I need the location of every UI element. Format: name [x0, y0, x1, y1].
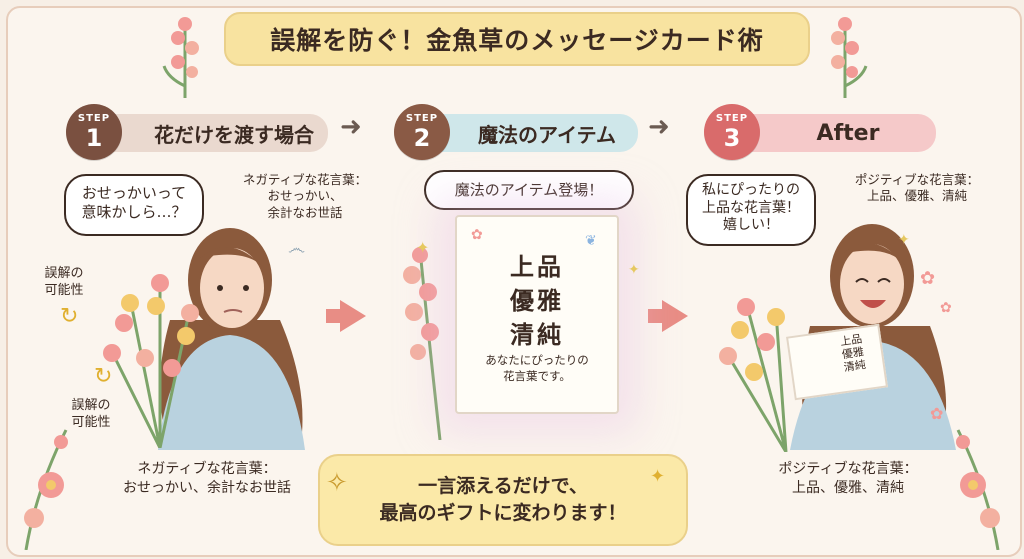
card-word-1: 上品	[510, 252, 564, 281]
banner-line-1: 一言添えるだけで、	[418, 475, 588, 498]
step-1-label: 花だけを渡す場合	[154, 122, 314, 147]
cycle-arrow-icon: ↻	[60, 304, 79, 329]
title-flower-left	[162, 17, 199, 98]
conclusion-banner: 一言添えるだけで、 最高のギフトに変わります！	[318, 454, 688, 546]
corner-flowers-right	[956, 429, 1000, 550]
butterfly-icon: ❦	[585, 233, 597, 249]
worried-woman-illustration	[158, 228, 305, 450]
title-flower-right	[831, 17, 868, 98]
banner-line-2: 最高のギフトに変わります！	[379, 502, 627, 524]
magic-wand-icon: ✧	[326, 468, 348, 498]
step-2-label: 魔法のアイテム	[478, 122, 616, 147]
message-card: ✿ ❦ 上品 優雅 清純 あなたにぴったりの 花言葉です。	[455, 215, 619, 414]
card-flower-decoration: ✿	[471, 227, 483, 243]
step-3-word: STEP	[715, 113, 749, 124]
step-2-word: STEP	[405, 113, 439, 124]
panel-arrow-2-tail	[648, 309, 664, 323]
sparkle-icon-2: ✦	[628, 262, 640, 278]
step-1-word: STEP	[77, 113, 111, 124]
step-3-label: After	[816, 120, 880, 146]
step-1-badge: STEP 1	[66, 104, 122, 160]
sparkle-icon-4: ✦	[650, 466, 666, 487]
step-2-number: 2	[413, 124, 431, 152]
left-caption: ネガティブな花言葉： おせっかい、余計なお世話	[123, 461, 291, 496]
small-flower-icon-2: ✿	[940, 300, 952, 316]
panel-arrow-1-tail	[326, 309, 342, 323]
confused-swirl-icon: ෴	[288, 238, 306, 259]
left-speech-bubble: おせっかいって 意味かしら…？	[64, 174, 204, 236]
happy-woman-illustration	[790, 224, 956, 450]
step-3-badge: STEP 3	[704, 104, 760, 160]
small-flower-icon-3: ✿	[930, 404, 944, 423]
misread-label-1: 誤解の 可能性	[44, 266, 84, 298]
card-word-2: 優雅	[510, 286, 564, 315]
step-1-bar: 花だけを渡す場合	[92, 114, 328, 152]
center-speech-bubble: 魔法のアイテム登場！	[424, 170, 634, 210]
held-message-card: 上品 優雅 清純	[786, 323, 888, 401]
small-flower-icon: ✿	[920, 268, 936, 289]
card-word-3: 清純	[510, 320, 564, 349]
panel-arrow-1	[340, 300, 366, 332]
cycle-arrow-icon-2: ↻	[94, 364, 113, 389]
left-snapdragon-bouquet	[103, 274, 199, 448]
sparkle-icon-3: ✦	[898, 232, 910, 248]
step-3-number: 3	[723, 124, 741, 152]
held-card-text: 上品 優雅 清純	[839, 332, 867, 375]
step-arrow-1: ➜	[340, 112, 362, 142]
step-1-number: 1	[85, 124, 103, 152]
panel-arrow-2	[662, 300, 688, 332]
left-negative-note: ネガティブな花言葉： おせっかい、 余計なお世話	[242, 172, 368, 220]
right-caption: ポジティブな花言葉： 上品、優雅、清純	[778, 461, 918, 496]
page-title: 誤解を防ぐ！金魚草のメッセージカード術	[224, 12, 810, 66]
corner-flowers-left	[24, 429, 68, 550]
step-2-badge: STEP 2	[394, 104, 450, 160]
center-snapdragon-stem	[403, 247, 442, 440]
card-message: あなたにぴったりの 花言葉です。	[485, 353, 589, 383]
right-speech-bubble: 私にぴったりの 上品な花言葉！ 嬉しい！	[686, 174, 816, 246]
step-3-bar: After	[730, 114, 936, 152]
step-2-bar: 魔法のアイテム	[420, 114, 638, 152]
sparkle-icon: ✦	[416, 238, 430, 257]
misread-label-2: 誤解の 可能性	[71, 398, 111, 430]
step-arrow-2: ➜	[648, 112, 670, 142]
right-snapdragon-bouquet	[719, 298, 788, 452]
right-positive-note: ポジティブな花言葉： 上品、優雅、清純	[854, 172, 980, 204]
